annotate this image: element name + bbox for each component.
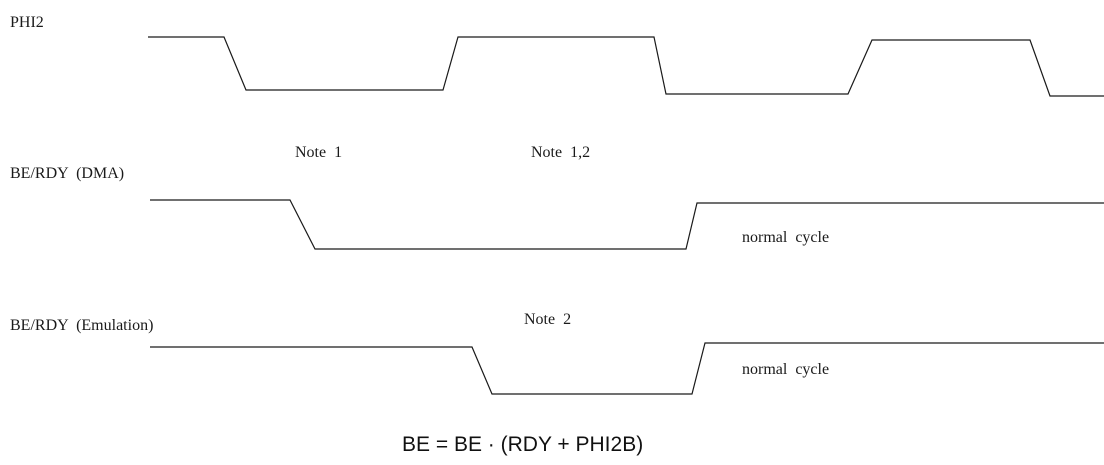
- note-1-2-label: Note 1,2: [531, 144, 591, 161]
- signal-label-phi2: PHI2: [10, 14, 44, 31]
- be-rdy-dma-waveform: [150, 199, 1104, 250]
- note-1-label: Note 1: [295, 144, 343, 161]
- signal-label-be-rdy-dma: BE/RDY (DMA): [10, 165, 125, 182]
- be-rdy-emulation-waveform: [150, 342, 1104, 395]
- normal-cycle-label-dma: normal cycle: [742, 229, 830, 246]
- signal-label-be-rdy-emulation: BE/RDY (Emulation): [10, 317, 154, 334]
- phi2-waveform: [148, 36, 1104, 97]
- note-2-label: Note 2: [524, 311, 572, 328]
- be-equation: BE = BE · (RDY + PHI2B): [402, 433, 644, 456]
- normal-cycle-label-emulation: normal cycle: [742, 361, 830, 378]
